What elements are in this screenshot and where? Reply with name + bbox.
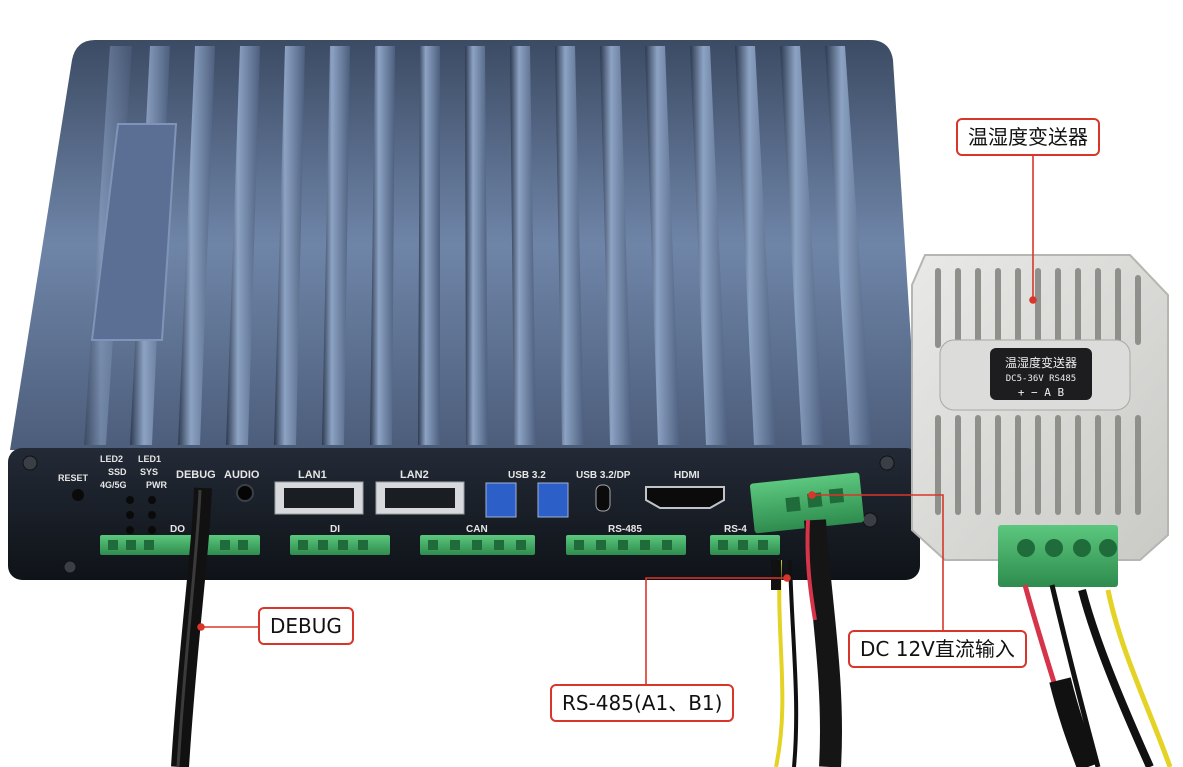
usb-c-port: [595, 484, 611, 512]
can-label: CAN: [466, 524, 488, 535]
sensor-vents: [935, 268, 1141, 515]
controller-case: LED2 LED1 SSD SYS 4G/5G PWR RESET DEBUG …: [8, 40, 920, 580]
sensor-terminal: [998, 525, 1118, 587]
usb-dp-label: USB 3.2/DP: [576, 470, 631, 481]
rs485-second-label: RS-4: [724, 524, 747, 535]
audio-port-label: AUDIO: [224, 469, 260, 481]
sensor-badge: [990, 348, 1092, 400]
pwr-label: PWR: [146, 480, 167, 490]
usb-ports: [485, 482, 569, 518]
rs485-label: RS-485: [608, 524, 642, 535]
power-cable: [804, 519, 842, 767]
reset-hole: [72, 489, 84, 501]
lan1-port: [274, 481, 364, 515]
ssd-label: SSD: [108, 467, 127, 477]
sys-label: SYS: [140, 467, 158, 477]
debug-cable: [171, 487, 212, 767]
sensor-badge-title: 温湿度变送器: [1005, 355, 1077, 370]
usb32-label: USB 3.2: [508, 470, 546, 481]
lan2-label: LAN2: [400, 469, 429, 481]
sensor-badge-spec: DC5-36V RS485: [1006, 374, 1076, 384]
sensor-badge-pins: + − A B: [1018, 386, 1065, 399]
sensor-wires: [1022, 584, 1173, 767]
terminal-screws: [108, 540, 768, 550]
label-plate: [90, 123, 178, 341]
sensor-callout: 温湿度变送器: [956, 118, 1100, 156]
heatsink-fins: [84, 46, 872, 445]
screw-icon: [862, 512, 878, 528]
cell-label: 4G/5G: [100, 480, 127, 490]
di-label: DI: [330, 524, 340, 535]
screw-icon: [22, 455, 38, 471]
debug-callout: DEBUG: [258, 607, 354, 645]
screw-icon: [63, 560, 77, 574]
power-input-callout: DC 12V直流输入: [848, 630, 1027, 668]
reset-label: RESET: [58, 473, 89, 483]
rs485-wires: [771, 559, 799, 767]
screw-icon: [879, 455, 895, 471]
rs485-callout: RS-485(A1、B1): [550, 684, 735, 722]
lan2-port: [375, 481, 465, 515]
hdmi-port: [645, 486, 725, 509]
led2-label: LED2: [100, 454, 123, 464]
sensor-housing: 温湿度变送器 DC5-36V RS485 + − A B: [911, 254, 1169, 587]
hdmi-label: HDMI: [674, 470, 700, 481]
debug-port-label: DEBUG: [176, 469, 216, 481]
led-indicators: [126, 496, 156, 534]
led1-label: LED1: [138, 454, 161, 464]
callout-leader-lines: [197, 152, 1037, 684]
audio-jack: [236, 484, 254, 502]
lan1-label: LAN1: [298, 469, 327, 481]
do-label: DO: [170, 524, 185, 535]
